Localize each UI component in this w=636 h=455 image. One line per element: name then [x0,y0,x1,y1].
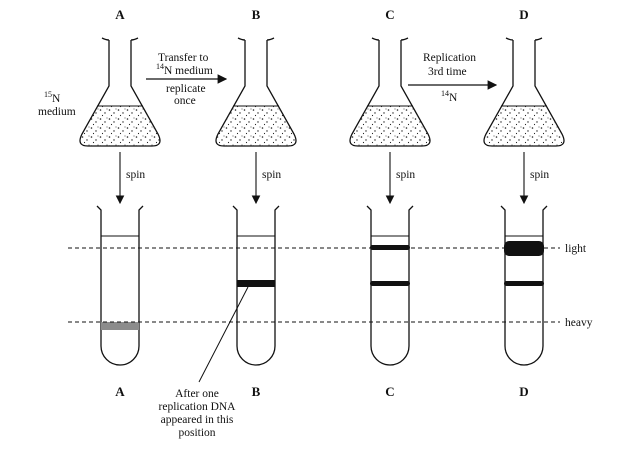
column-label-top-a: A [115,7,125,22]
tube-c-hybrid-band [370,281,410,286]
column-label-bottom-c: C [385,384,394,399]
flask-d [483,37,565,147]
transfer-line4: once [174,95,196,107]
spin-label-a: spin [126,169,145,181]
annotation-pointer [198,286,249,383]
spin-label-d: spin [530,169,549,181]
replication-line2: 3rd time [428,66,467,78]
replication-line1: Replication [423,52,476,64]
tube-d [500,205,548,366]
transfer-isotope-mass: 14 [156,62,164,71]
flask-a [79,37,161,147]
transfer-arrow: Transfer to 14N medium replicate once [146,52,228,107]
tube-d-hybrid-band [504,281,544,286]
spin-arrow-b: spin [251,152,281,205]
spin-arrow-c: spin [385,152,415,205]
heavy-label: heavy [565,317,593,329]
transfer-line1: Transfer to [158,52,209,64]
replication-isotope-mass: 14 [441,89,449,98]
annotation-line-2: replication DNA [159,401,237,413]
medium-word: medium [38,106,76,118]
tube-d-light-band [504,241,544,256]
medium-isotope-mass: 15 [44,90,52,99]
column-label-top-b: B [252,7,261,22]
transfer-line3: replicate [166,83,206,95]
annotation-line-4: position [178,427,215,439]
tube-b [232,205,280,366]
column-label-top-d: D [519,7,528,22]
column-label-bottom-b: B [252,384,261,399]
light-label: light [565,243,587,255]
flask-c [349,37,431,147]
replication-arrow: Replication 3rd time 14N [408,52,498,104]
tube-c-light-band [370,245,410,250]
medium-label: 15N medium [38,90,76,118]
svg-text:14N medium: 14N medium [156,62,213,77]
column-label-top-c: C [385,7,394,22]
replication-isotope-symbol: N [449,92,458,104]
spin-arrow-d: spin [519,152,549,205]
spin-label-b: spin [262,169,281,181]
annotation-line-1: After one [175,388,219,400]
column-label-bottom-d: D [519,384,528,399]
svg-text:15N: 15N [44,90,61,105]
transfer-medium-text: N medium [164,65,213,77]
annotation-line-3: appeared in this [161,414,234,426]
tube-c [366,205,414,366]
svg-text:14N: 14N [441,89,458,104]
spin-arrow-a: spin [115,152,145,205]
tube-a-heavy-band [101,322,139,330]
flask-b [215,37,297,147]
tube-a [96,205,144,366]
annotation-note: After one replication DNA appeared in th… [159,388,237,439]
medium-isotope-symbol: N [52,93,61,105]
tube-b-hybrid-band [237,280,275,287]
column-label-bottom-a: A [115,384,125,399]
spin-label-c: spin [396,169,415,181]
